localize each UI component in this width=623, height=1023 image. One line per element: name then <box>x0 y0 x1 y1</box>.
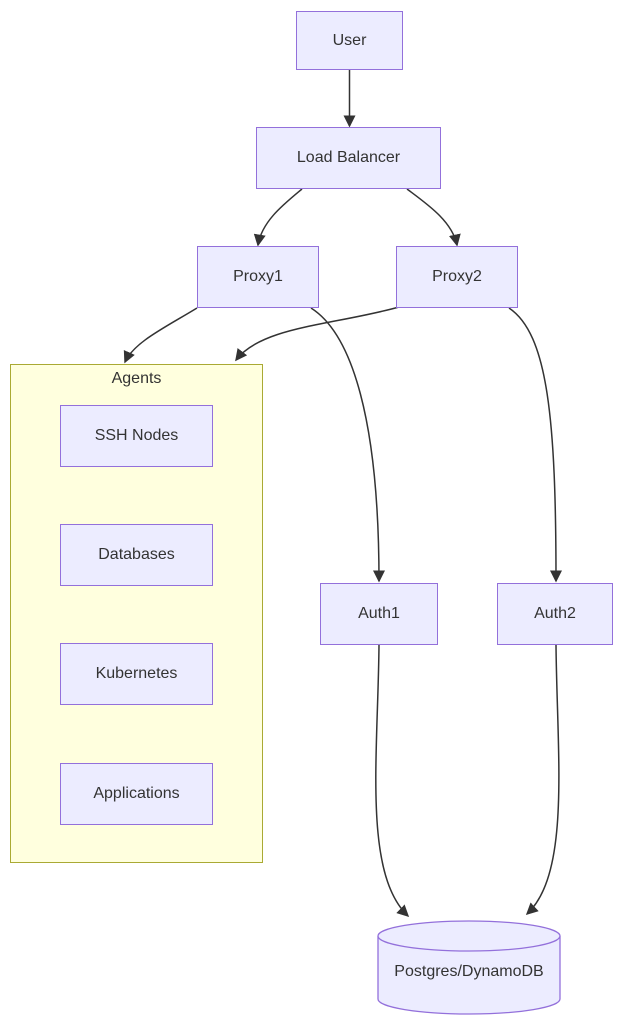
agents-subgraph-title: Agents <box>111 370 162 387</box>
edge-auth1-to-database <box>375 644 410 918</box>
node-load-balancer: Load Balancer <box>256 127 441 189</box>
node-database-label: Postgres/DynamoDB <box>394 963 544 980</box>
database-cylinder <box>377 920 561 1015</box>
cylinder-body <box>377 936 561 1015</box>
node-ssh-nodes: SSH Nodes <box>60 405 213 467</box>
node-proxy2: Proxy2 <box>396 246 518 308</box>
cylinder-top <box>377 920 561 952</box>
node-applications: Applications <box>60 763 213 825</box>
edge-auth2-to-database <box>525 644 560 916</box>
edge-proxy2-to-agents <box>235 306 400 362</box>
node-databases: Databases <box>60 524 213 586</box>
node-user: User <box>296 11 403 70</box>
edge-proxy1-to-auth1 <box>310 307 385 583</box>
edge-load-balancer-to-proxy2 <box>406 188 461 247</box>
node-proxy1: Proxy1 <box>197 246 319 308</box>
edge-proxy1-to-agents <box>123 307 198 364</box>
edge-proxy2-to-auth2 <box>508 307 562 583</box>
node-auth1: Auth1 <box>320 583 438 645</box>
node-kubernetes: Kubernetes <box>60 643 213 705</box>
edge-load-balancer-to-proxy1 <box>253 188 303 247</box>
node-auth2: Auth2 <box>497 583 613 645</box>
